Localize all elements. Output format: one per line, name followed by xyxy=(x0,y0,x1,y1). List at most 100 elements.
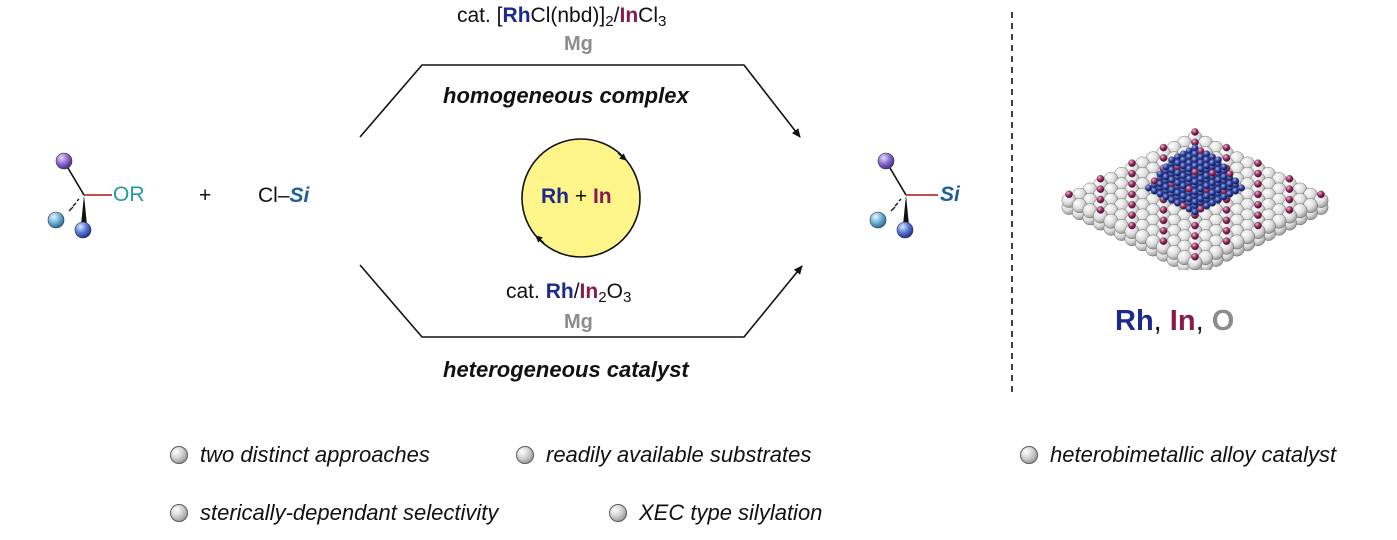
rhodium-atom xyxy=(1162,183,1170,191)
indium-atom xyxy=(1254,159,1262,168)
rhodium-atom xyxy=(1232,187,1240,195)
cycle-arrow-top xyxy=(617,152,627,161)
legend-rh: Rh xyxy=(1115,305,1154,337)
rhodium-atom xyxy=(1208,159,1217,167)
top-reagent-sub2: 2 xyxy=(605,12,614,30)
rhodium-atom xyxy=(1214,166,1222,174)
indium-atom xyxy=(1128,211,1136,219)
rhodium-atom xyxy=(1203,182,1211,190)
indium-atom xyxy=(1222,227,1231,235)
rhodium-atom xyxy=(1214,156,1222,164)
rhodium-atom xyxy=(1156,170,1164,178)
rhodium-atom xyxy=(1191,188,1199,196)
indium-atom xyxy=(1159,227,1168,235)
rhodium-atom xyxy=(1197,195,1205,203)
rhodium-atom xyxy=(1185,195,1193,203)
cycle-plus: + xyxy=(569,185,593,208)
indium-atom xyxy=(1191,242,1199,251)
rhodium-atom xyxy=(1226,190,1234,198)
product-si-group: Si xyxy=(940,183,960,206)
highlight-text: sterically-dependant selectivity xyxy=(200,500,499,525)
substituent-purple-atom xyxy=(55,152,73,170)
substrate-structure xyxy=(47,152,112,239)
top-route-label: homogeneous complex xyxy=(443,83,689,108)
rhodium-atom xyxy=(1179,182,1188,190)
indium-atom xyxy=(1222,154,1231,162)
rhodium-atom xyxy=(1214,176,1222,184)
top-route-arrow xyxy=(359,64,801,138)
cycle-label: Rh + In xyxy=(541,185,612,209)
rhodium-atom xyxy=(1162,173,1170,181)
bullet-icon xyxy=(170,446,188,464)
highlight-item: readily available substrates xyxy=(516,442,811,468)
top-reagent-cl: Cl xyxy=(638,4,658,27)
indium-atom xyxy=(1254,201,1262,209)
rhodium-atom xyxy=(1203,172,1211,180)
rhodium-atom xyxy=(1168,166,1176,174)
rhodium-atom xyxy=(1197,205,1205,213)
rhodium-atom xyxy=(1179,202,1188,210)
highlight-item: sterically-dependant selectivity xyxy=(170,500,498,526)
top-reagent-slash: / xyxy=(613,4,620,27)
rhodium-atom xyxy=(1237,184,1246,192)
bottom-catalyst-reagent: cat. Rh/In2O3 xyxy=(506,280,631,305)
rhodium-atom xyxy=(1208,179,1217,187)
indium-atom xyxy=(1285,195,1294,204)
indium-atom xyxy=(1096,185,1105,193)
bottom-reagent-rh: Rh xyxy=(545,280,574,303)
indium-atom xyxy=(1096,195,1105,204)
indium-atom xyxy=(1285,185,1294,193)
product-structure xyxy=(869,152,938,239)
product-purple-atom xyxy=(877,152,895,170)
indium-atom xyxy=(1191,221,1199,230)
rhodium-atom xyxy=(1226,170,1234,178)
bottom-route-label: heterogeneous catalyst xyxy=(443,357,689,382)
indium-atom xyxy=(1222,206,1231,214)
rhodium-atom xyxy=(1214,196,1222,204)
indium-atom xyxy=(1159,237,1168,245)
bottom-reductant-mg: Mg xyxy=(564,311,593,333)
rhodium-atom xyxy=(1220,183,1228,191)
rhodium-atom xyxy=(1179,192,1188,200)
top-reagent-ligand: Cl(nbd)] xyxy=(530,4,606,27)
bottom-reagent-in: In xyxy=(579,280,599,303)
indium-atom xyxy=(1254,180,1262,188)
rhodium-atom xyxy=(1144,184,1153,192)
substrate-or-group: OR xyxy=(113,183,145,206)
indium-atom xyxy=(1128,159,1136,168)
rhodium-atom xyxy=(1191,208,1199,216)
top-catalyst-reagent: cat. [RhCl(nbd)]2/InCl3 xyxy=(457,4,666,30)
rhodium-atom xyxy=(1162,193,1170,201)
indium-atom xyxy=(1159,216,1168,225)
rhodium-atom xyxy=(1197,185,1205,193)
indium-atom xyxy=(1128,221,1136,230)
bullet-icon xyxy=(609,504,627,522)
rhodium-atom xyxy=(1168,176,1176,184)
rhodium-atom xyxy=(1185,175,1193,183)
substituent-blue-atom xyxy=(74,221,92,239)
indium-atom xyxy=(1096,175,1105,183)
indium-atom xyxy=(1191,252,1199,261)
rhodium-atom xyxy=(1168,186,1176,194)
indium-atom xyxy=(1191,128,1199,136)
rhodium-atom xyxy=(1214,186,1222,194)
legend-sep-2: , xyxy=(1195,305,1212,337)
top-reagent-prefix: cat. [ xyxy=(457,4,503,27)
indium-atom xyxy=(1222,216,1231,225)
top-reductant-mg: Mg xyxy=(564,33,593,55)
rhodium-atom xyxy=(1150,187,1159,195)
indium-atom xyxy=(1096,206,1105,214)
rhodium-atom xyxy=(1220,193,1228,201)
bullet-icon xyxy=(516,446,534,464)
rhodium-atom xyxy=(1185,185,1193,193)
cycle-arrow-bottom xyxy=(535,235,545,244)
highlight-item: XEC type silylation xyxy=(609,500,822,526)
indium-atom xyxy=(1128,169,1136,178)
legend-sep-1: , xyxy=(1153,305,1170,337)
bottom-reagent-slash: / xyxy=(573,280,580,303)
silyl-reagent-si: Si xyxy=(289,184,310,207)
bottom-reagent-prefix: cat. xyxy=(506,280,546,303)
indium-atom xyxy=(1065,190,1073,199)
legend-in: In xyxy=(1169,305,1196,337)
catalyst-legend: Rh, In, O xyxy=(1115,305,1234,338)
